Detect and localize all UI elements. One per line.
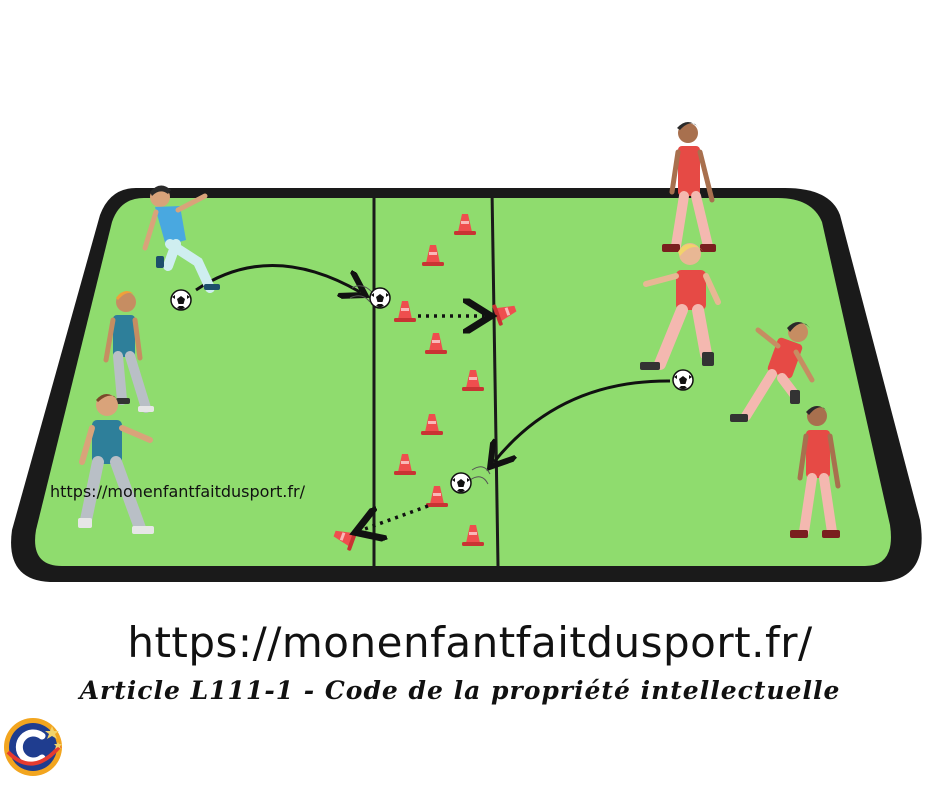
soccer-ball-icon bbox=[170, 289, 192, 311]
soccer-ball-icon bbox=[672, 369, 694, 391]
player-standing-blue-2 bbox=[78, 394, 154, 534]
player-running-red-blonde bbox=[640, 243, 721, 370]
pass-arrow-icon bbox=[362, 504, 429, 530]
soccer-ball-icon bbox=[450, 472, 472, 494]
zone-line-right bbox=[490, 189, 500, 567]
copyright-logo-icon bbox=[4, 718, 62, 776]
pass-arrows bbox=[195, 264, 671, 530]
player-standing-red-3 bbox=[790, 406, 841, 538]
player-running-red-2 bbox=[730, 322, 815, 422]
balls bbox=[170, 285, 694, 494]
player-kicking-blue bbox=[142, 185, 220, 293]
pass-arrow-icon bbox=[195, 264, 360, 292]
site-url[interactable]: https://monenfantfaitdusport.fr/ bbox=[127, 618, 813, 667]
legal-notice: Article L111-1 - Code de la propriété in… bbox=[79, 676, 841, 705]
pass-arrow-icon bbox=[494, 379, 671, 462]
soccer-ball-icon bbox=[369, 287, 391, 309]
field-watermark-url: https://monenfantfaitdusport.fr/ bbox=[50, 482, 305, 501]
player-standing-blue-1 bbox=[103, 291, 154, 413]
player-standing-red-1 bbox=[662, 122, 716, 252]
